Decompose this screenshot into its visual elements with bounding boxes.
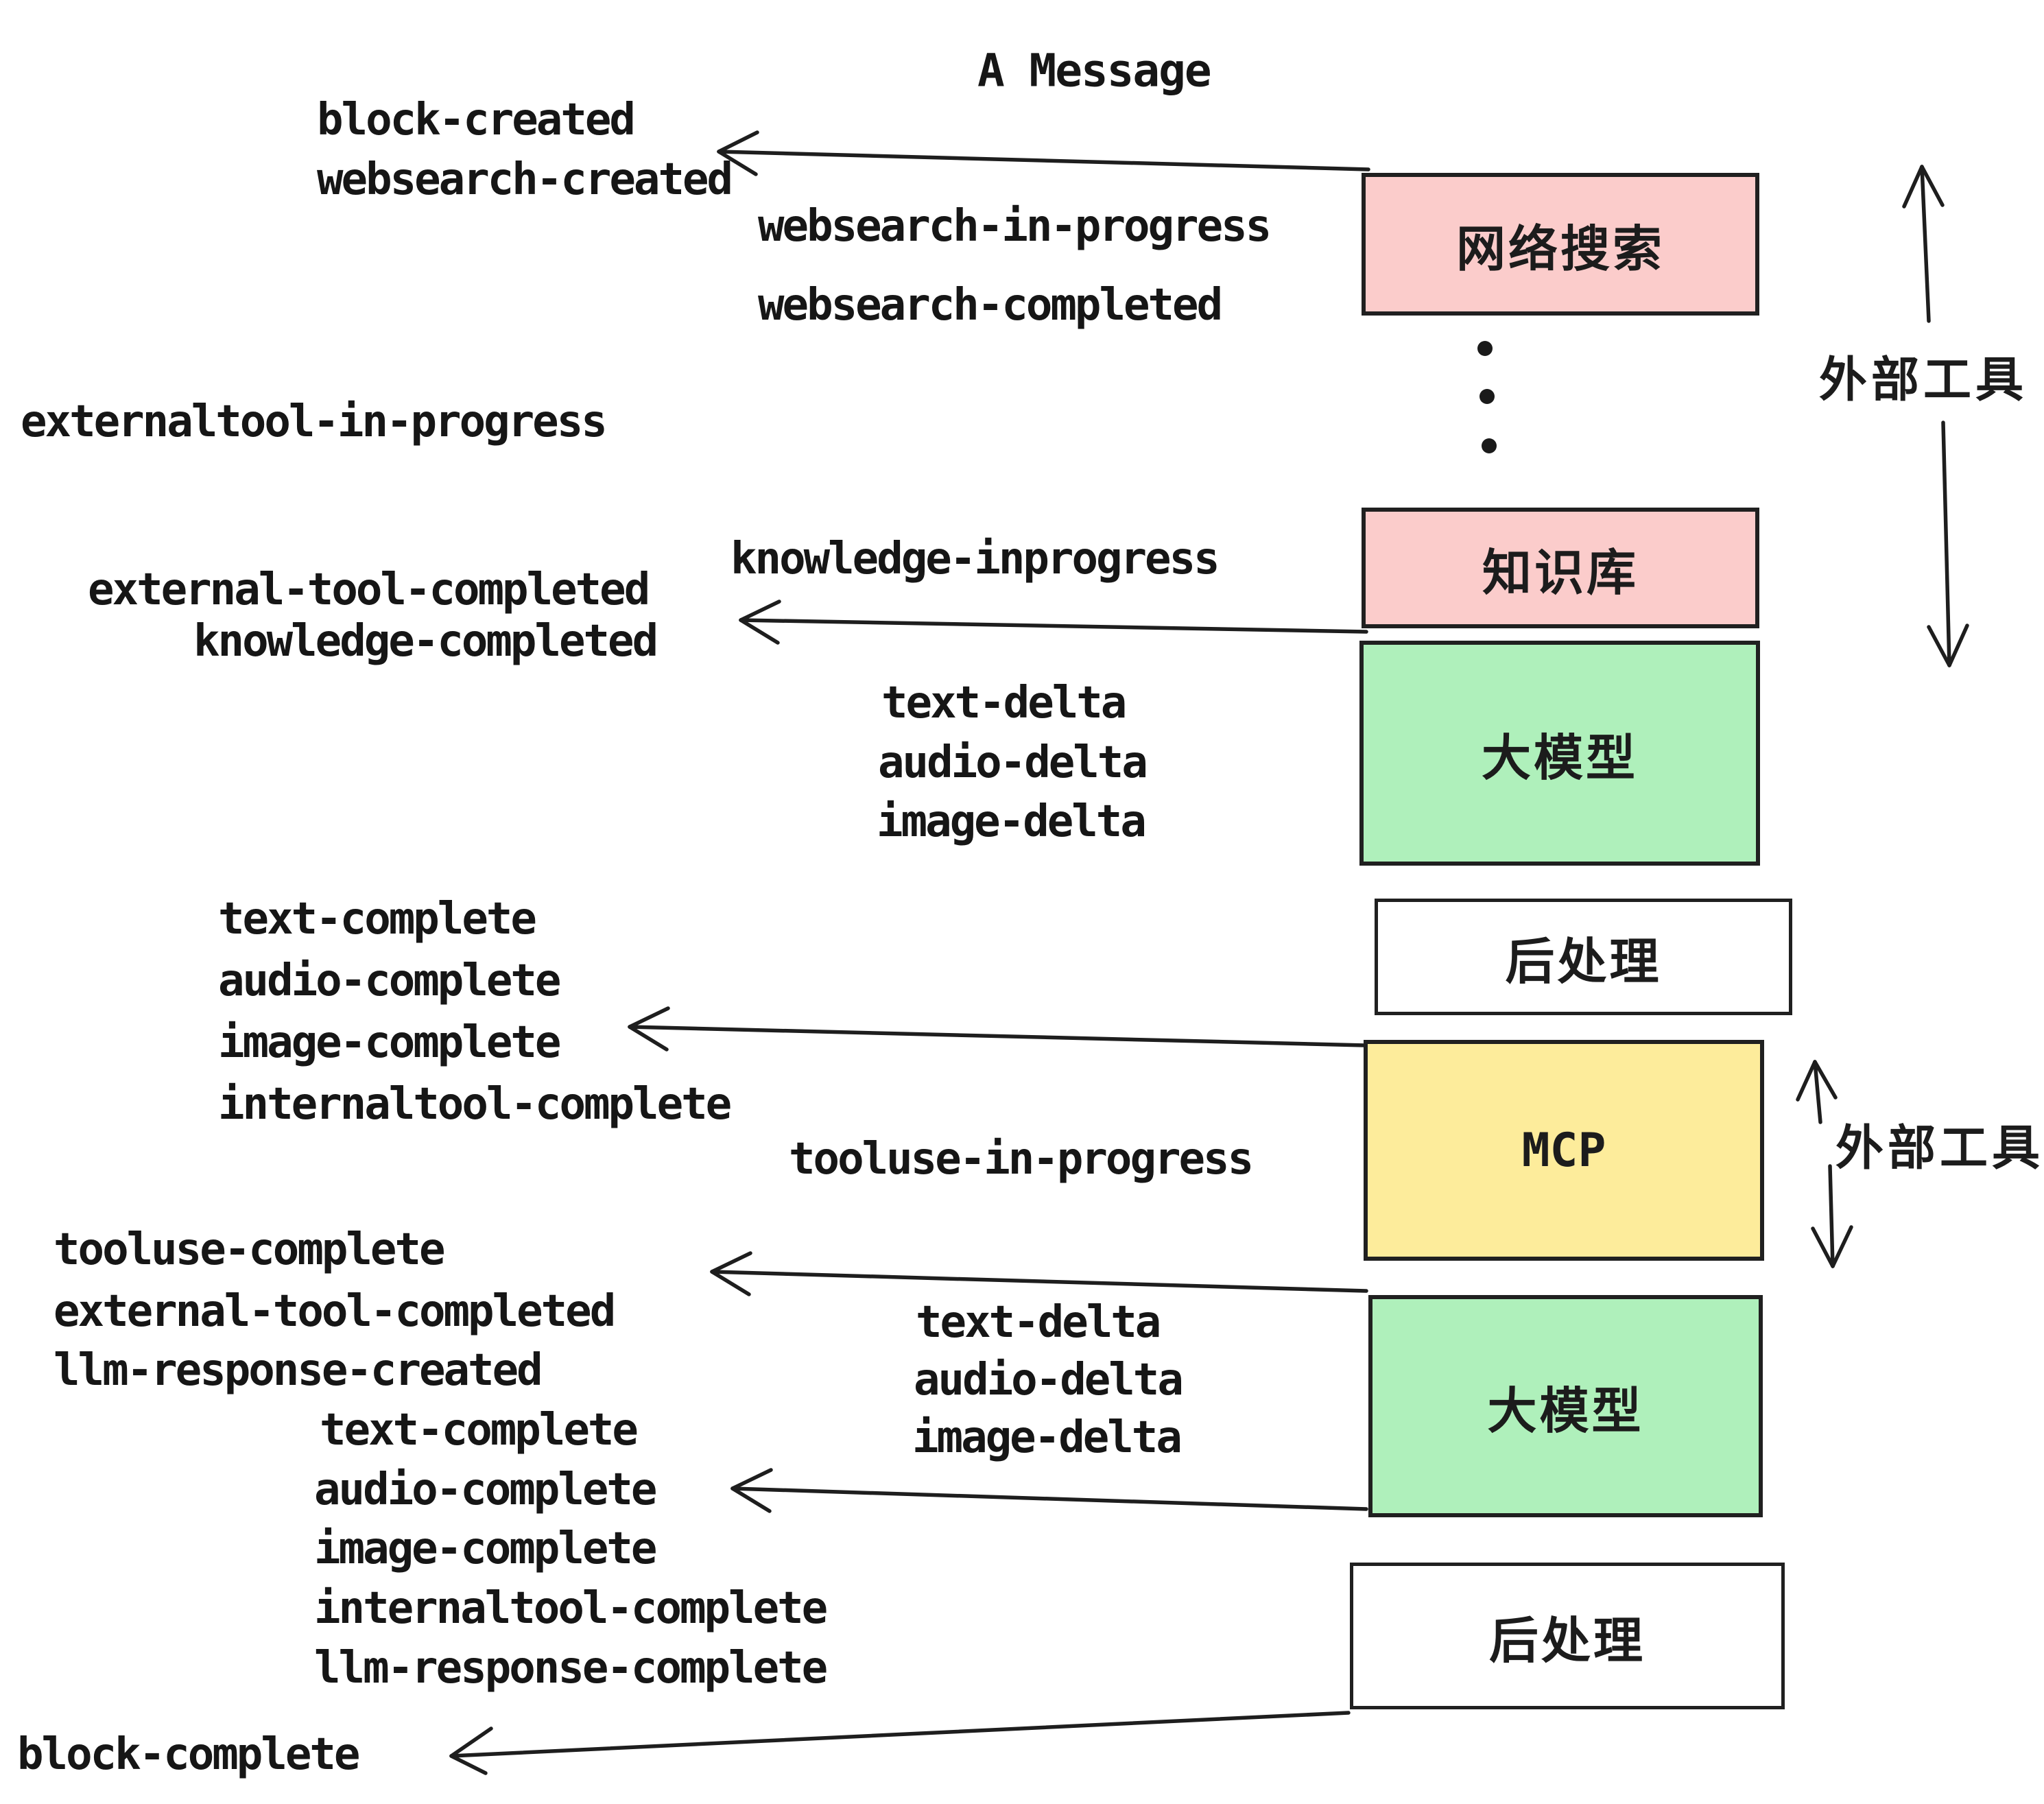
arrow-tooluse-complete bbox=[710, 1251, 1368, 1296]
event-external-tool-completed-1: external-tool-completed bbox=[88, 565, 650, 615]
box-postprocess-1: 后处理 bbox=[1375, 899, 1792, 1015]
event-image-complete-2: image-complete bbox=[314, 1523, 657, 1574]
event-tooluse-in-progress: tooluse-in-progress bbox=[789, 1134, 1254, 1185]
box-knowledge-base: 知识库 bbox=[1362, 508, 1759, 628]
arrow-block-created bbox=[717, 130, 1370, 176]
event-audio-delta-1: audio-delta bbox=[878, 737, 1148, 788]
event-internaltool-complete-1: internaltool-complete bbox=[218, 1079, 732, 1130]
arrow-llm-complete bbox=[730, 1468, 1368, 1513]
event-block-complete: block-complete bbox=[17, 1729, 360, 1780]
arrow-knowledge-completed bbox=[739, 600, 1368, 645]
event-external-tool-completed-2: external-tool-completed bbox=[54, 1286, 616, 1337]
event-text-delta-2: text-delta bbox=[916, 1297, 1161, 1348]
event-websearch-created: websearch-created bbox=[317, 154, 733, 205]
event-tooluse-complete: tooluse-complete bbox=[54, 1224, 445, 1275]
event-text-delta-1: text-delta bbox=[881, 678, 1127, 728]
external-tools-up-arrow-2 bbox=[1796, 1060, 1838, 1124]
external-tools-up-arrow-1 bbox=[1902, 165, 1945, 323]
event-internaltool-complete-2: internaltool-complete bbox=[314, 1583, 828, 1634]
event-externaltool-in-progress: externaltool-in-progress bbox=[21, 396, 608, 447]
external-tools-label-2: 外部工具 bbox=[1835, 1119, 2044, 1176]
event-audio-delta-2: audio-delta bbox=[914, 1355, 1184, 1405]
event-image-delta-1: image-delta bbox=[877, 796, 1147, 847]
arrow-internal-complete bbox=[628, 1006, 1367, 1052]
event-llm-response-complete: llm-response-complete bbox=[314, 1643, 828, 1694]
event-block-created: block-created bbox=[317, 95, 636, 145]
event-audio-complete-1: audio-complete bbox=[218, 956, 561, 1006]
event-knowledge-inprogress: knowledge-inprogress bbox=[730, 534, 1220, 584]
event-image-delta-2: image-delta bbox=[912, 1412, 1183, 1463]
event-websearch-completed: websearch-completed bbox=[758, 280, 1223, 331]
box-postprocess-2: 后处理 bbox=[1350, 1563, 1785, 1709]
event-llm-response-created: llm-response-created bbox=[54, 1345, 543, 1396]
box-llm-2: 大模型 bbox=[1368, 1295, 1763, 1517]
event-audio-complete-2: audio-complete bbox=[314, 1464, 657, 1515]
event-image-complete-1: image-complete bbox=[218, 1017, 561, 1068]
event-text-complete-2: text-complete bbox=[320, 1405, 639, 1456]
diagram-title: A Message bbox=[977, 44, 1212, 97]
event-websearch-in-progress: websearch-in-progress bbox=[758, 201, 1272, 252]
ellipsis-dots bbox=[1477, 341, 1497, 453]
box-web-search: 网络搜索 bbox=[1362, 173, 1759, 316]
box-llm-1: 大模型 bbox=[1359, 641, 1760, 866]
event-knowledge-completed: knowledge-completed bbox=[193, 616, 658, 667]
external-tools-label-1: 外部工具 bbox=[1819, 351, 2028, 408]
box-mcp: MCP bbox=[1364, 1040, 1764, 1261]
external-tools-down-arrow-1 bbox=[1927, 420, 1969, 667]
arrow-block-complete bbox=[449, 1711, 1351, 1775]
event-text-complete-1: text-complete bbox=[218, 894, 537, 945]
external-tools-down-arrow-2 bbox=[1811, 1164, 1853, 1268]
